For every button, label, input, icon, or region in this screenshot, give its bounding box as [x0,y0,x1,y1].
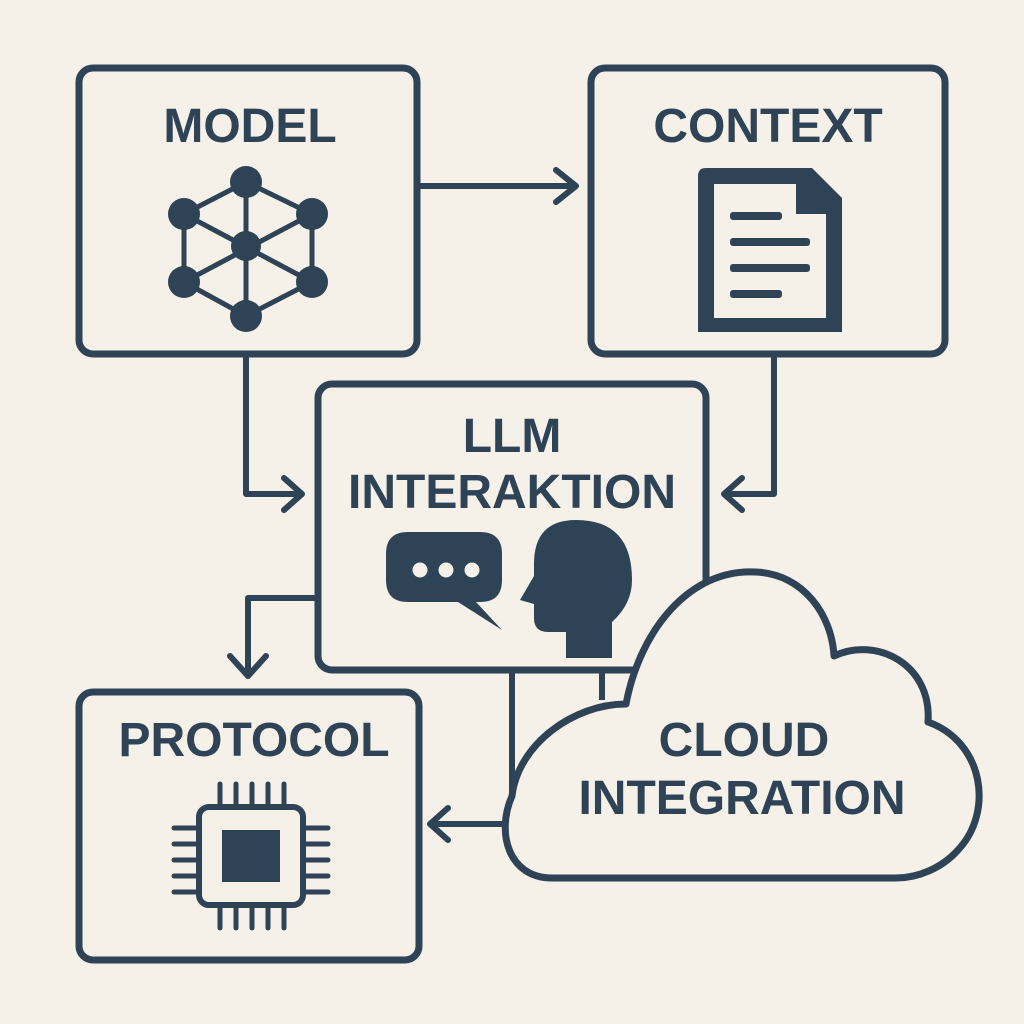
llm-title-line1: LLM [463,410,562,463]
connector-llm-to-protocol [227,595,318,679]
network-graph-icon [168,166,328,332]
connector-cloud-to-protocol [427,742,515,843]
model-node[interactable]: MODEL [75,64,421,358]
speech-bubble-icon [386,532,502,630]
cloud-title-line2: INTEGRATION [578,772,905,825]
document-icon [698,168,842,332]
cloud-integration-node[interactable]: CLOUD INTEGRATION [501,568,983,882]
connector-model-to-llm [243,352,305,513]
protocol-node[interactable]: PROTOCOL [75,688,423,964]
cloud-shape [501,568,983,882]
chip-icon [171,781,331,931]
llm-title-line2: INTERAKTION [348,466,676,519]
human-head-icon [520,520,632,658]
model-title: MODEL [163,100,336,153]
context-node[interactable]: CONTEXT [587,64,949,358]
connector-model-to-context [418,167,579,205]
connector-context-to-llm [721,352,777,513]
protocol-title: PROTOCOL [118,714,389,767]
llm-interaction-node[interactable]: LLM INTERAKTION [314,380,710,674]
cloud-title-line1: CLOUD [659,714,830,767]
context-title: CONTEXT [653,100,882,153]
